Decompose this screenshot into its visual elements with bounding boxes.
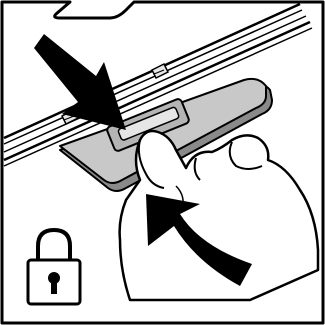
push-arrow-icon [34,34,126,130]
padlock-icon [28,230,80,304]
